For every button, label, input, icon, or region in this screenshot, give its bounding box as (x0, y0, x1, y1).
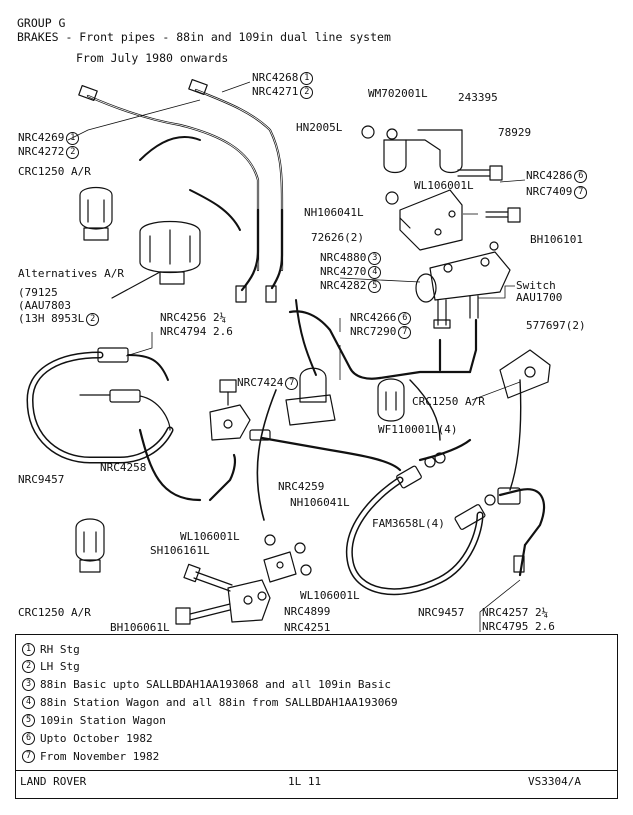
callout-nrc4257: NRC4257 2¼ (482, 606, 549, 619)
group-label: GROUP G (17, 16, 66, 30)
callout-crc1250-top: CRC1250 A/R (18, 165, 91, 178)
callout-nrc9457-right: NRC9457 (418, 606, 465, 619)
callout-fam3658l: FAM3658L(4) (372, 517, 445, 530)
callout-nrc4899: NRC4899 (284, 605, 331, 618)
callout-nh106041l-top: NH106041L (304, 206, 364, 219)
callout-hn2005l: HN2005L (296, 121, 343, 134)
callout-nrc4795: NRC4795 2.6 (482, 620, 555, 633)
callout-aau1700: AAU1700 (516, 291, 563, 304)
callout-nrc4258: NRC4258 (100, 461, 147, 474)
callout-crc1250-bottom: CRC1250 A/R (18, 606, 91, 619)
callout-243395: 243395 (458, 91, 498, 104)
callout-wf110001l: WF110001L(4) (378, 423, 458, 436)
footer-brand: LAND ROVER (20, 775, 87, 788)
callout-577697: 577697(2) (526, 319, 586, 332)
callout-switch: Switch (516, 279, 556, 292)
callout-crc1250-right: CRC1250 A/R (412, 395, 485, 408)
page-title: BRAKES - Front pipes - 88in and 109in du… (17, 30, 391, 44)
callout-wl106001l-top: WL106001L (414, 179, 474, 192)
footer-ref-code: VS3304/A (528, 775, 581, 788)
callout-nrc4259: NRC4259 (278, 480, 325, 493)
callout-72626: 72626(2) (311, 231, 364, 244)
callout-nrc4256: NRC4256 2¼ (160, 311, 227, 324)
callout-wm702001l: WM702001L (368, 87, 428, 100)
alternatives-heading: Alternatives A/R (18, 267, 124, 280)
callout-nrc9457-left: NRC9457 (18, 473, 65, 486)
callout-wl106001l-bottom: WL106001L (300, 589, 360, 602)
footer-page-number: 1L 11 (288, 775, 322, 788)
alt-79125: (79125 (18, 286, 58, 299)
callout-bh106101: BH106101 (530, 233, 583, 246)
callout-nrc4794: NRC4794 2.6 (160, 325, 233, 338)
callout-nh106041l-bottom: NH106041L (290, 496, 350, 509)
callout-sh106161l: SH106161L (150, 544, 210, 557)
callout-wl106001l-mid: WL106001L (180, 530, 240, 543)
callout-nrc4251: NRC4251 (284, 621, 331, 634)
footer-divider (15, 770, 618, 771)
callout-bh106061l: BH106061L (110, 621, 170, 634)
alt-aau7803: (AAU7803 (18, 299, 71, 312)
page-subtitle: From July 1980 onwards (76, 51, 229, 65)
callout-78929: 78929 (498, 126, 532, 139)
